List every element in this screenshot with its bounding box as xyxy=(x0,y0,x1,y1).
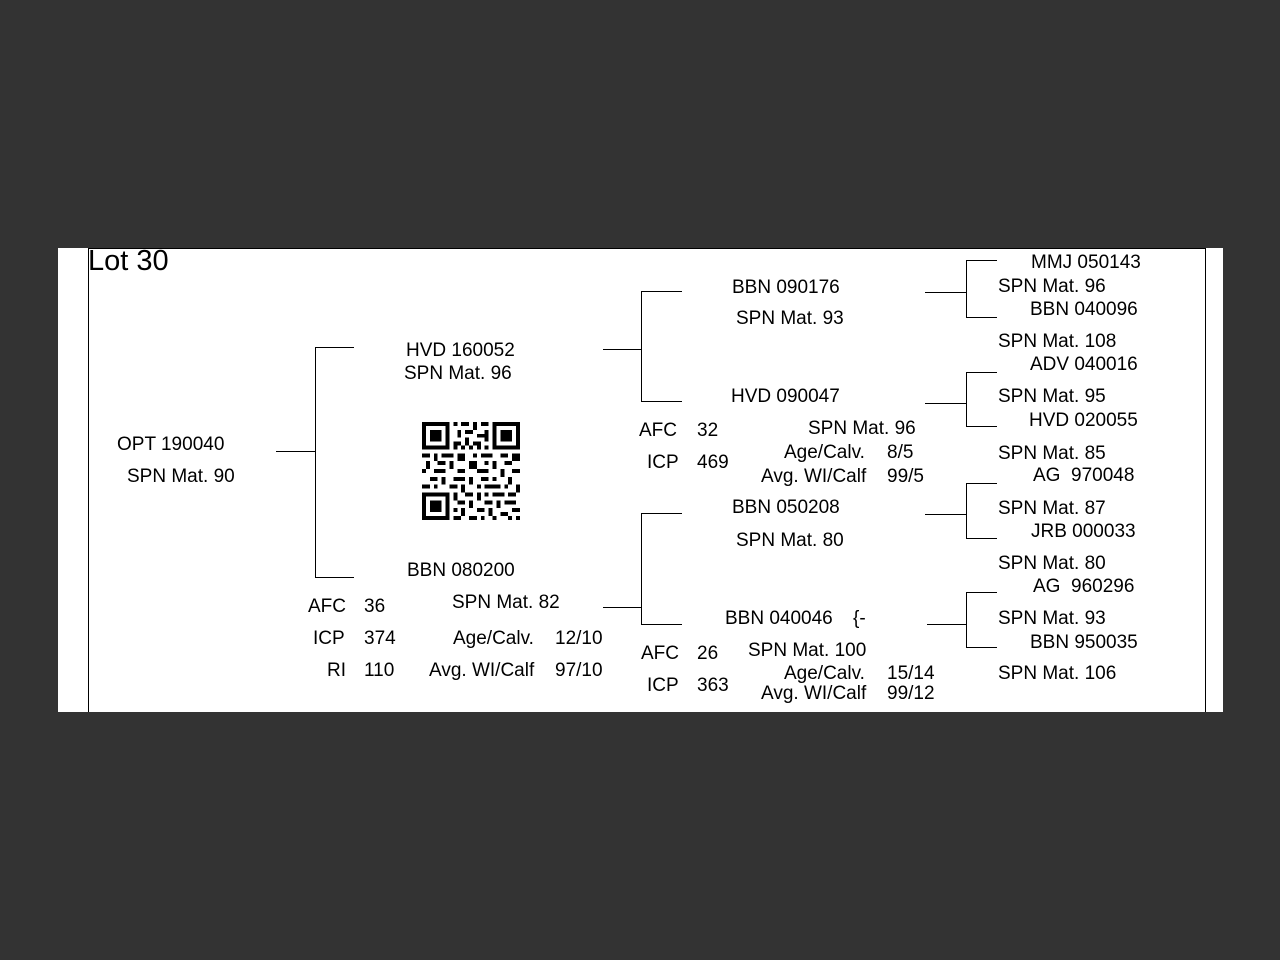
bracket-line xyxy=(641,401,682,402)
page-border-left xyxy=(88,248,89,712)
dam-dam-stat-value: 26 xyxy=(697,643,719,664)
g3-id: HVD 020055 xyxy=(1029,410,1138,431)
g3-mat: SPN Mat. 95 xyxy=(998,386,1106,407)
sire-dam-stat-label: AFC xyxy=(639,420,677,441)
bracket-line xyxy=(603,349,641,350)
bracket-line xyxy=(641,291,682,292)
subject-id: OPT 190040 xyxy=(117,434,225,455)
g3-id: AG 970048 xyxy=(1033,465,1135,486)
bracket-line xyxy=(315,577,354,578)
bracket-line xyxy=(966,260,967,317)
dam-age-calv-label: Age/Calv. xyxy=(453,628,534,649)
g3-mat: SPN Mat. 93 xyxy=(998,608,1106,629)
sire-dam-age-calv-label: Age/Calv. xyxy=(784,442,865,463)
bracket-line xyxy=(966,592,967,647)
g3-mat: SPN Mat. 85 xyxy=(998,443,1106,464)
bracket-line xyxy=(925,514,966,515)
bracket-line xyxy=(966,538,997,539)
g3-id: JRB 000033 xyxy=(1031,521,1136,542)
sire-dam-id: HVD 090047 xyxy=(731,386,840,407)
dam-stat-value: 374 xyxy=(364,628,396,649)
bracket-line xyxy=(315,347,316,577)
sire-sire-mat: SPN Mat. 93 xyxy=(736,308,844,329)
dam-dam-stat-label: AFC xyxy=(641,643,679,664)
dam-dam-mat: SPN Mat. 100 xyxy=(748,640,867,661)
lot-title: Lot 30 xyxy=(88,245,169,277)
bracket-line xyxy=(925,403,966,404)
bracket-line xyxy=(966,317,997,318)
bracket-line xyxy=(641,624,682,625)
dam-avg-wi-label: Avg. WI/Calf xyxy=(429,660,535,681)
bracket-line xyxy=(966,647,997,648)
sire-dam-age-calv-value: 8/5 xyxy=(887,442,914,463)
dam-sire-id: BBN 050208 xyxy=(732,497,840,518)
page-border-right xyxy=(1205,248,1206,712)
dam-stat-label: RI xyxy=(327,660,346,681)
bracket-line xyxy=(641,291,642,401)
dam-dam-avg-wi-label: Avg. WI/Calf xyxy=(761,683,867,704)
bracket-line xyxy=(641,513,642,624)
dam-id: BBN 080200 xyxy=(407,560,515,581)
dam-dam-avg-wi-value: 99/12 xyxy=(887,683,935,704)
bracket-line xyxy=(966,372,967,426)
qr-code xyxy=(422,422,520,520)
dam-stat-label: ICP xyxy=(313,628,345,649)
g3-id: MMJ 050143 xyxy=(1031,252,1141,273)
bracket-line xyxy=(966,592,997,593)
dam-stat-value: 110 xyxy=(364,660,395,681)
bracket-line xyxy=(966,426,997,427)
sire-dam-stat-label: ICP xyxy=(647,452,679,473)
bracket-line xyxy=(641,513,682,514)
dam-dam-age-calv-label: Age/Calv. xyxy=(784,663,865,684)
dam-mat: SPN Mat. 82 xyxy=(452,592,560,613)
g3-mat: SPN Mat. 108 xyxy=(998,331,1117,352)
g3-mat: SPN Mat. 80 xyxy=(998,553,1106,574)
sire-dam-stat-value: 32 xyxy=(697,420,719,441)
g3-id: BBN 040096 xyxy=(1030,299,1138,320)
sire-dam-mat: SPN Mat. 96 xyxy=(808,418,916,439)
dam-stat-label: AFC xyxy=(308,596,346,617)
dam-dam-age-calv-value: 15/14 xyxy=(887,663,935,684)
g3-mat: SPN Mat. 96 xyxy=(998,276,1106,297)
g3-id: ADV 040016 xyxy=(1030,354,1138,375)
g3-id: BBN 950035 xyxy=(1030,632,1138,653)
bracket-line xyxy=(966,372,997,373)
bracket-line xyxy=(927,624,966,625)
bracket-line xyxy=(315,347,354,348)
sire-mat: SPN Mat. 96 xyxy=(404,363,512,384)
dam-sire-mat: SPN Mat. 80 xyxy=(736,530,844,551)
sire-dam-avg-wi-label: Avg. WI/Calf xyxy=(761,466,867,487)
bracket-line xyxy=(966,483,997,484)
g3-mat: SPN Mat. 87 xyxy=(998,498,1106,519)
dam-avg-wi-value: 97/10 xyxy=(555,660,603,681)
sire-dam-avg-wi-value: 99/5 xyxy=(887,466,924,487)
g3-mat: SPN Mat. 106 xyxy=(998,663,1117,684)
bracket-line xyxy=(603,607,641,608)
bracket-line xyxy=(925,292,966,293)
page-border-top xyxy=(88,248,1206,249)
subject-mat: SPN Mat. 90 xyxy=(127,466,235,487)
dam-dam-stat-label: ICP xyxy=(647,675,679,696)
sire-sire-id: BBN 090176 xyxy=(732,277,840,298)
dam-stat-value: 36 xyxy=(364,596,386,617)
dam-age-calv-value: 12/10 xyxy=(555,628,603,649)
sire-dam-stat-value: 469 xyxy=(697,452,729,473)
bracket-line xyxy=(966,260,997,261)
dam-dam-stat-value: 363 xyxy=(697,675,729,696)
sire-id: HVD 160052 xyxy=(406,340,515,361)
bracket-line xyxy=(276,451,315,452)
bracket-line xyxy=(966,483,967,538)
dam-dam-mark: {- xyxy=(853,608,866,629)
pedigree-page: Lot 30 OPT 190040 SPN Mat. 90 HVD 160052… xyxy=(58,245,1223,712)
g3-id: AG 960296 xyxy=(1033,576,1135,597)
dam-dam-id: BBN 040046 xyxy=(725,608,833,629)
